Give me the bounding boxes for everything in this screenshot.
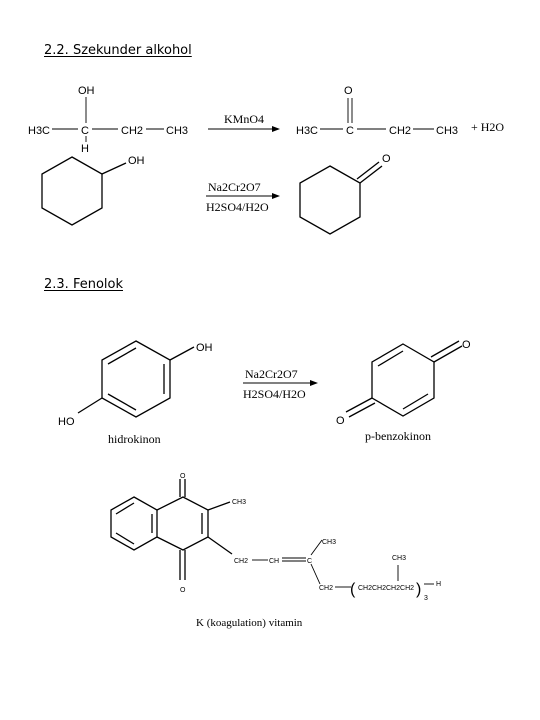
- benzoquinone-name: p-benzokinon: [365, 429, 431, 443]
- ch3-label: CH3: [392, 555, 406, 562]
- h-label: H: [436, 581, 441, 588]
- cyclohexanol-structure: OH: [41, 155, 145, 226]
- carbon-label: C: [81, 125, 89, 137]
- ho-label: HO: [58, 416, 75, 428]
- reagent-bottom-label: H2SO4/H2O: [206, 200, 269, 214]
- heading-secondary-alcohol: 2.2. Szekunder alkohol: [44, 43, 192, 58]
- c-label: C: [307, 558, 312, 565]
- butanol-structure: OH H3C C H CH2 CH3: [28, 85, 188, 155]
- ch2-label: CH2: [121, 125, 143, 137]
- ch-label: CH: [269, 558, 279, 565]
- heading-phenols: 2.3. Fenolok: [44, 277, 123, 292]
- o-label: O: [336, 415, 345, 427]
- o-label: O: [462, 339, 471, 351]
- butanone-structure: O H3C C CH2 CH3: [296, 85, 458, 137]
- ch3-label: CH3: [232, 499, 246, 506]
- ch2-label: CH2: [234, 558, 248, 565]
- h3c-label: H3C: [28, 125, 50, 137]
- o-label: O: [180, 587, 186, 594]
- oh-label: OH: [196, 342, 213, 354]
- o-label: O: [344, 85, 353, 97]
- arrow-dichromate: Na2Cr2O7 H2SO4/H2O: [243, 367, 318, 401]
- benzoquinone-structure: O O p-benzokinon: [336, 339, 471, 443]
- oh-label: OH: [128, 155, 145, 167]
- cyclohexanone-structure: O: [299, 153, 391, 235]
- ch3-label: CH3: [436, 125, 458, 137]
- repeat-unit-label: CH2CH2CH2CH2: [358, 585, 414, 592]
- water-byproduct: + H2O: [471, 120, 504, 134]
- hydroquinone-structure: OH HO hidrokinon: [58, 340, 213, 446]
- arrow-dichromate: Na2Cr2O7 H2SO4/H2O: [206, 180, 280, 214]
- reaction-2: OH Na2Cr2O7 H2SO4/H2O O: [41, 153, 391, 235]
- o-label: O: [180, 473, 186, 480]
- carbon-label: C: [346, 125, 354, 137]
- h-label: H: [81, 143, 89, 155]
- ch3-label: CH3: [322, 539, 336, 546]
- kmno4-label: KMnO4: [224, 112, 264, 126]
- reaction-1: OH H3C C H CH2 CH3 KMnO4 O H3C C CH2: [28, 85, 504, 155]
- reaction-3: OH HO hidrokinon Na2Cr2O7 H2SO4/H2O O O …: [58, 339, 471, 446]
- ch2-label: CH2: [319, 585, 333, 592]
- reagent-bottom-label: H2SO4/H2O: [243, 387, 306, 401]
- o-label: O: [382, 153, 391, 165]
- repeat-count: 3: [424, 595, 428, 602]
- close-paren: ): [416, 581, 421, 598]
- vitamin-k-caption: K (koagulation) vitamin: [196, 617, 303, 629]
- reagent-top-label: Na2Cr2O7: [245, 367, 298, 381]
- ch2-label: CH2: [389, 125, 411, 137]
- reagent-top-label: Na2Cr2O7: [208, 180, 261, 194]
- ch3-label: CH3: [166, 125, 188, 137]
- open-paren: (: [350, 581, 356, 598]
- hydroquinone-name: hidrokinon: [108, 432, 161, 446]
- h3c-label: H3C: [296, 125, 318, 137]
- arrow-kmno4: KMnO4: [208, 112, 280, 132]
- vitamin-k-structure: O O CH3 CH2 CH C CH3 CH2 ( CH2CH2CH2CH2 …: [110, 473, 441, 629]
- oh-label: OH: [78, 85, 95, 97]
